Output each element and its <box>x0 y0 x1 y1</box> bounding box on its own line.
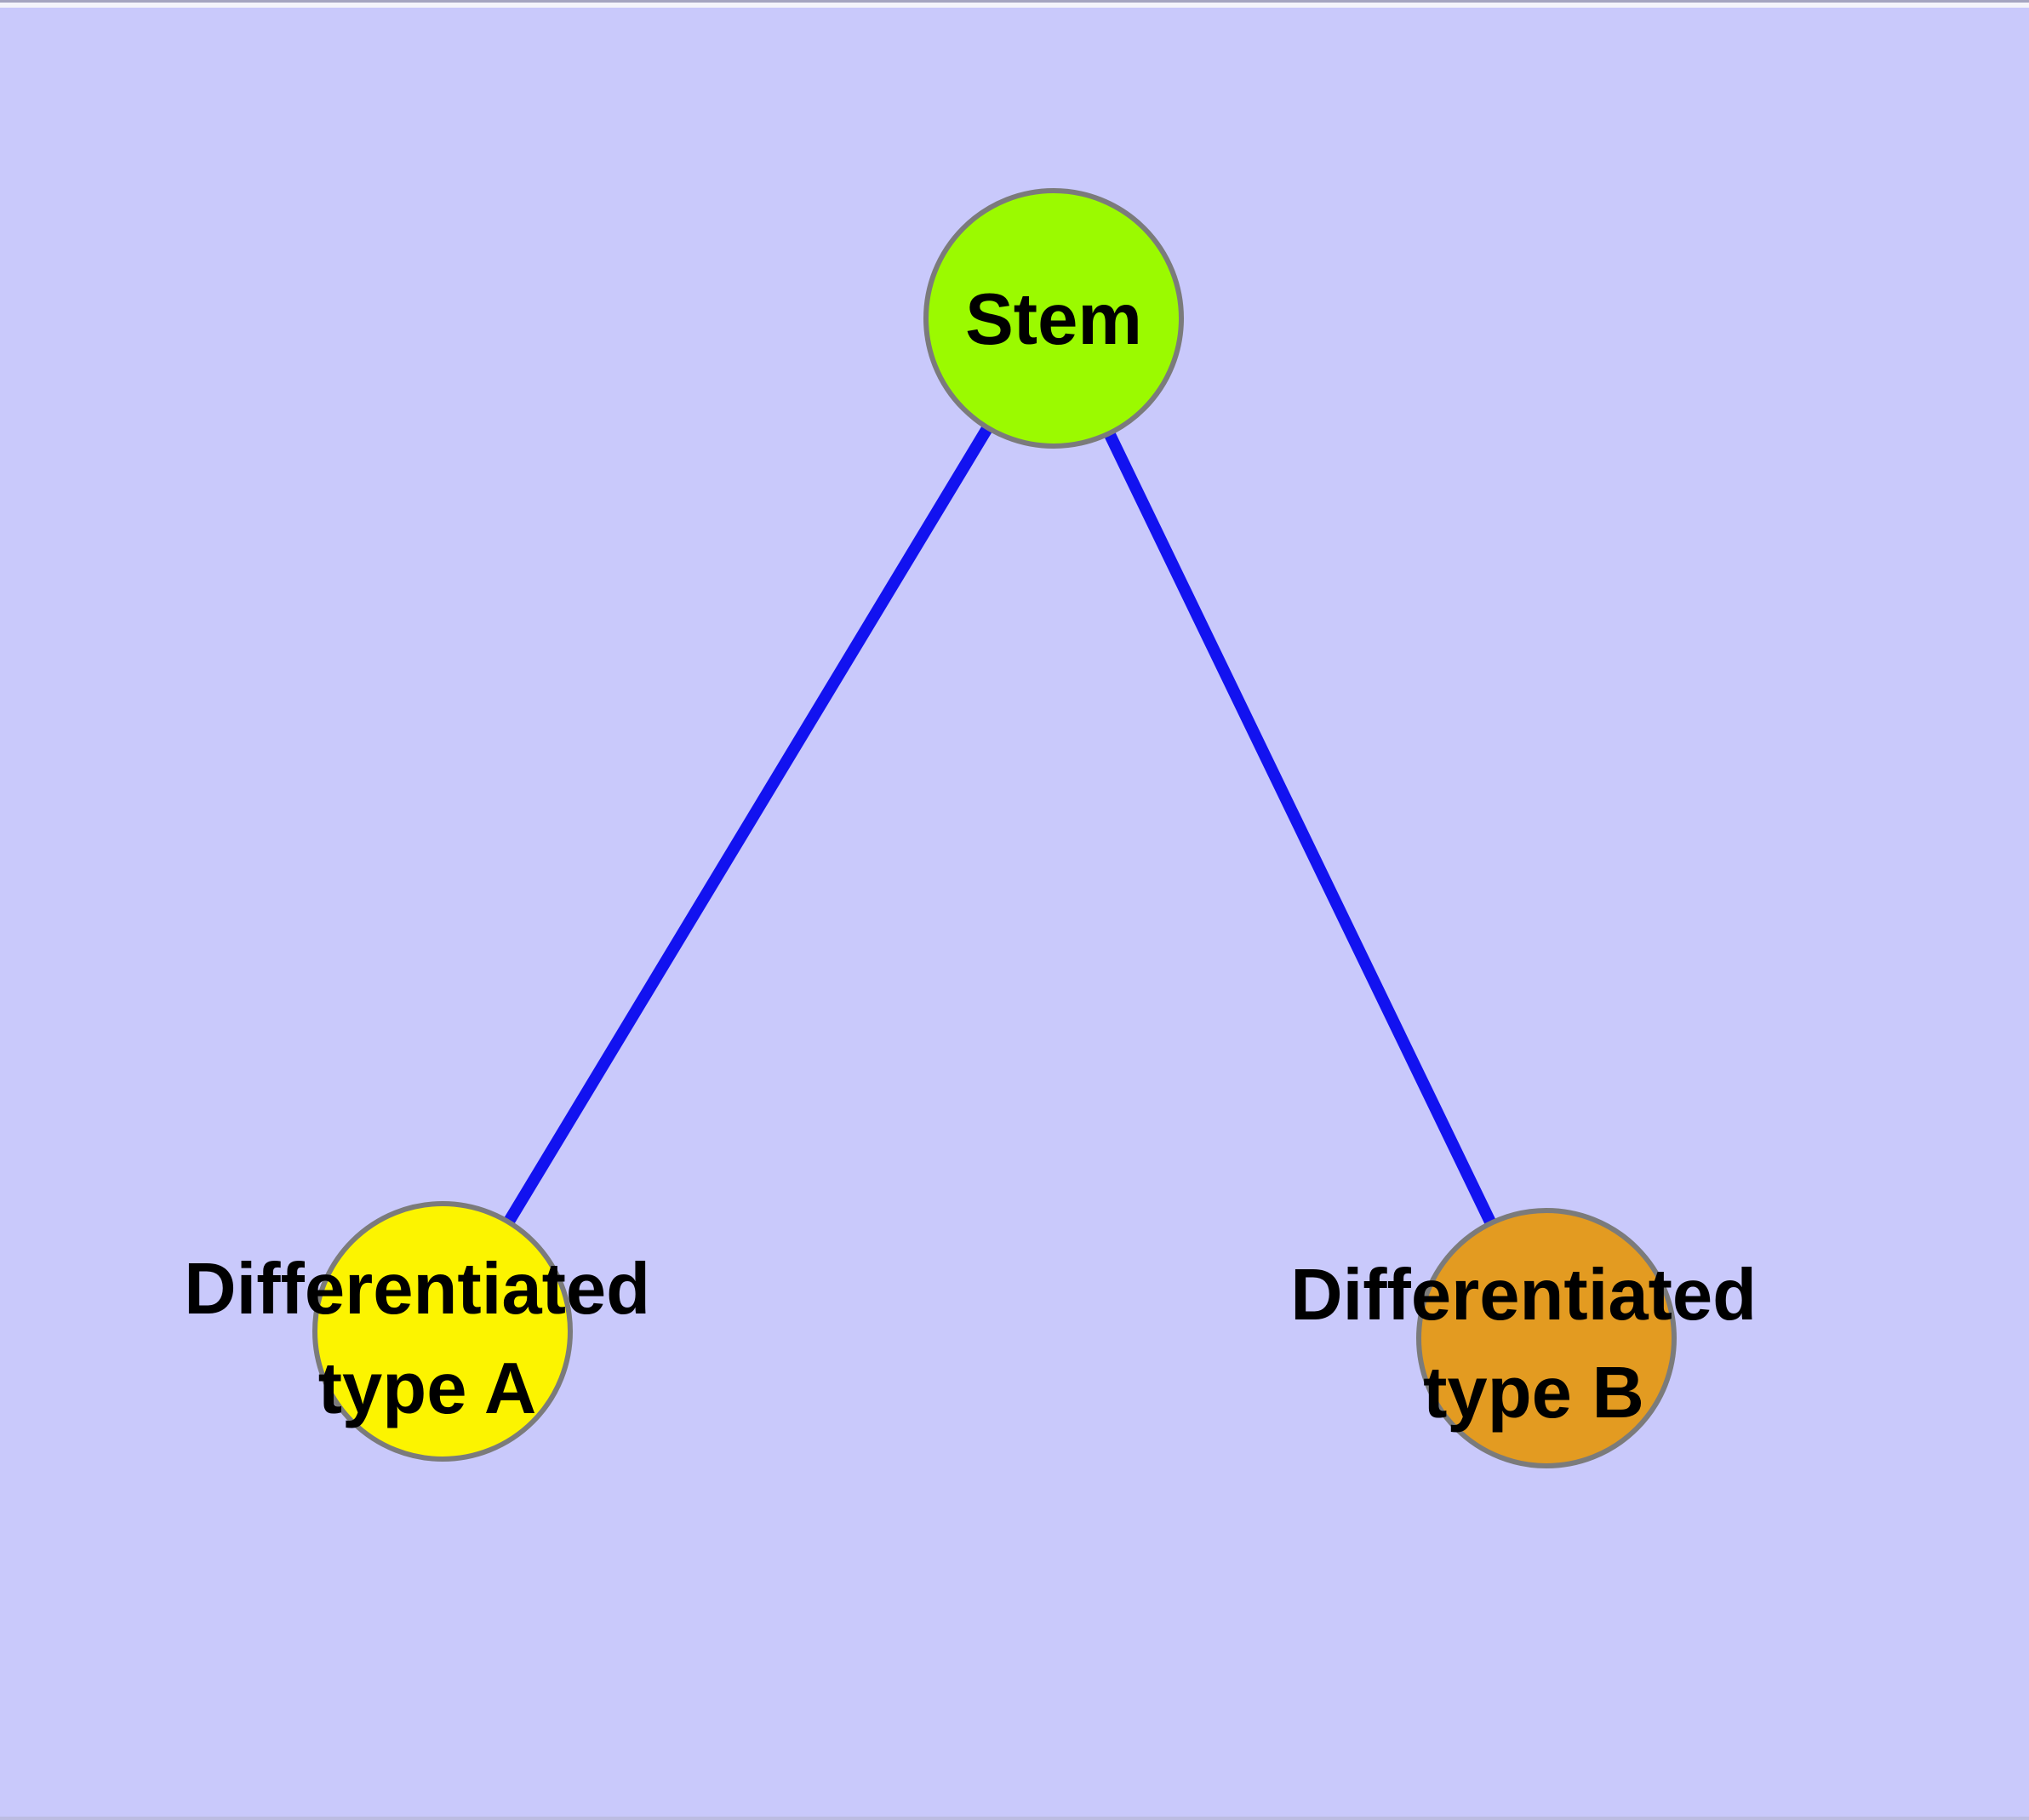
top-frame-line <box>0 0 2029 3</box>
node-type-b-label-line2: type B <box>1423 1353 1644 1434</box>
node-type-b-label-line1: Differentiated <box>1290 1255 1757 1336</box>
node-differentiated-type-b <box>1416 1208 1677 1468</box>
bottom-frame-line <box>0 1817 2029 1820</box>
node-type-b-label: Differentiated type B <box>1290 1255 1776 1434</box>
node-stem <box>923 188 1184 449</box>
edge-stem-to-type-b <box>1048 315 1552 1342</box>
node-stem-label: Stem <box>965 279 1142 360</box>
node-type-a-label-line2: type A <box>318 1348 537 1429</box>
node-type-a-label: Differentiated type A <box>184 1249 670 1429</box>
node-differentiated-type-a <box>312 1201 573 1462</box>
top-frame-highlight <box>0 3 2029 8</box>
edge-stem-to-type-a <box>437 315 1059 1335</box>
node-type-a-label-line1: Differentiated <box>184 1249 650 1330</box>
node-stem-label-line: Stem <box>965 279 1142 360</box>
